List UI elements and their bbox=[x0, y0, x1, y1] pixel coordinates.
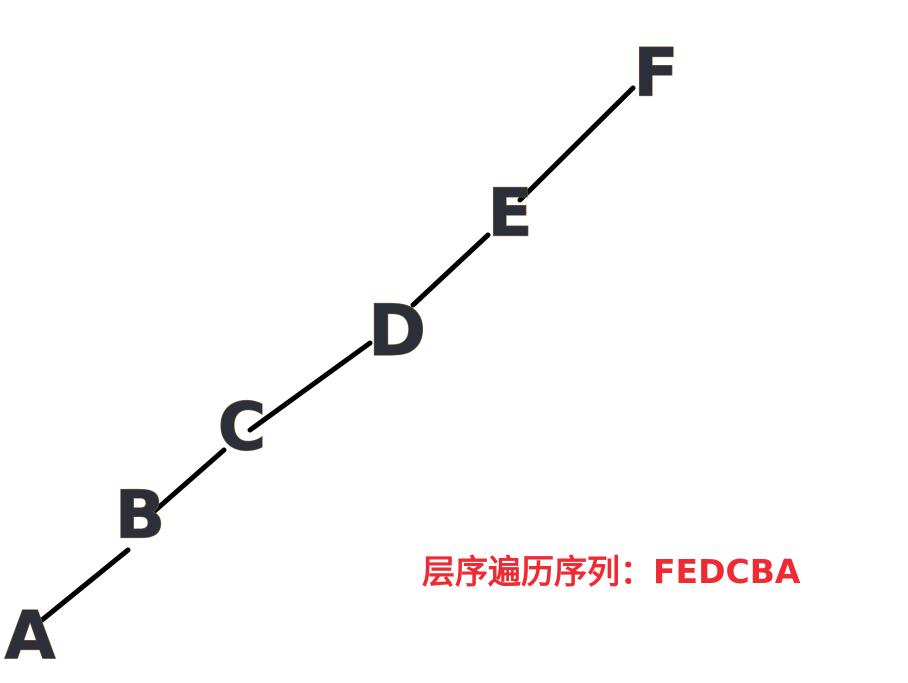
nodes: A B C D E F bbox=[4, 34, 679, 675]
edge-a-b bbox=[39, 547, 131, 623]
node-label-c: C bbox=[218, 389, 266, 466]
node-label-e: E bbox=[487, 175, 532, 252]
node-label-a: A bbox=[4, 598, 55, 675]
edges bbox=[39, 85, 636, 623]
traversal-caption: 层序遍历序列：FEDCBA bbox=[422, 552, 801, 591]
node-label-b: B bbox=[115, 477, 165, 554]
edge-e-f bbox=[517, 85, 636, 203]
edge-b-c bbox=[147, 447, 227, 518]
edge-c-d bbox=[247, 340, 373, 433]
node-label-d: D bbox=[368, 290, 426, 372]
node-label-f: F bbox=[633, 35, 678, 112]
edge-d-e bbox=[410, 232, 491, 308]
